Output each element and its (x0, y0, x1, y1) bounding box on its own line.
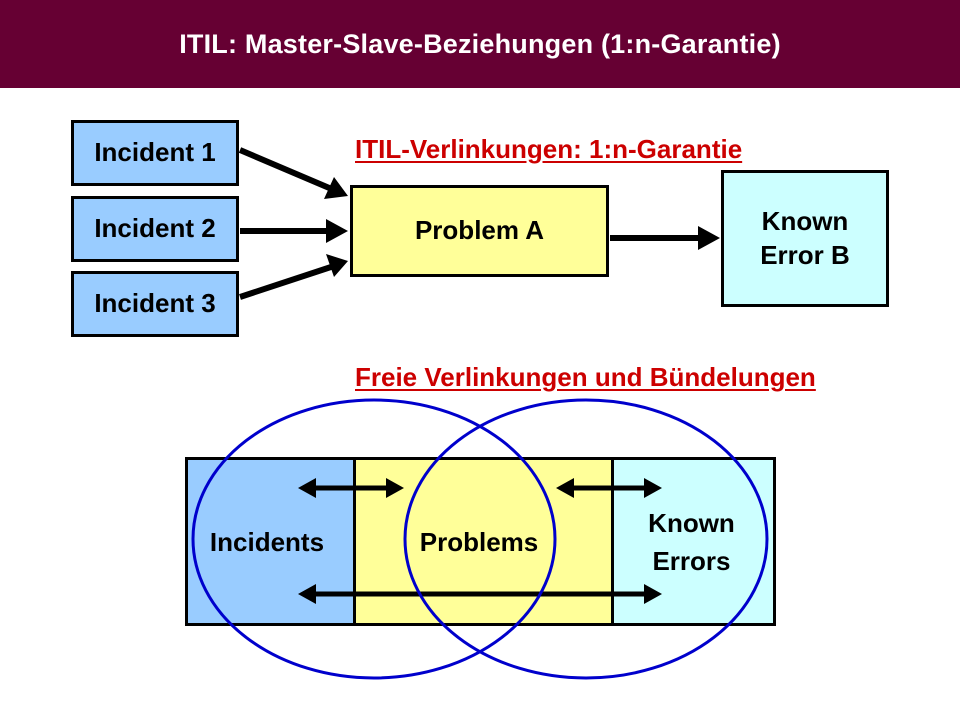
incident-1-label: Incident 1 (94, 137, 216, 168)
problem-a-label: Problem A (414, 215, 545, 246)
slide-title: ITIL: Master-Slave-Beziehungen (1:n-Gara… (179, 28, 781, 59)
itil-links-heading: ITIL-Verlinkungen: 1:n-Garantie (355, 134, 743, 164)
arrow-incident1-to-problem (238, 147, 348, 199)
incident-1-box: Incident 1 (71, 120, 239, 186)
incident-3-label: Incident 3 (94, 288, 216, 319)
arrow-incident2-to-problem (240, 219, 348, 243)
incidents-label: Incidents (209, 527, 325, 557)
known-error-b-line2: Error B (760, 239, 850, 270)
incident-3-box: Incident 3 (71, 271, 239, 337)
known-errors-line2: Errors (652, 545, 731, 576)
title-bar: ITIL: Master-Slave-Beziehungen (1:n-Gara… (0, 0, 960, 88)
known-error-b-box: Known Error B (721, 170, 889, 307)
free-links-heading: Freie Verlinkungen und Bündelungen (355, 362, 816, 392)
arrow-problem-to-known-error (610, 226, 720, 250)
known-errors-label: Known Errors (610, 505, 773, 580)
incident-2-label: Incident 2 (94, 213, 216, 244)
known-errors-line1: Known (648, 508, 735, 538)
problem-a-box: Problem A (350, 185, 609, 277)
problems-label: Problems (419, 527, 539, 557)
incident-2-box: Incident 2 (71, 196, 239, 262)
arrow-incident3-to-problem (239, 254, 348, 300)
known-error-b-line1: Known (761, 205, 849, 236)
